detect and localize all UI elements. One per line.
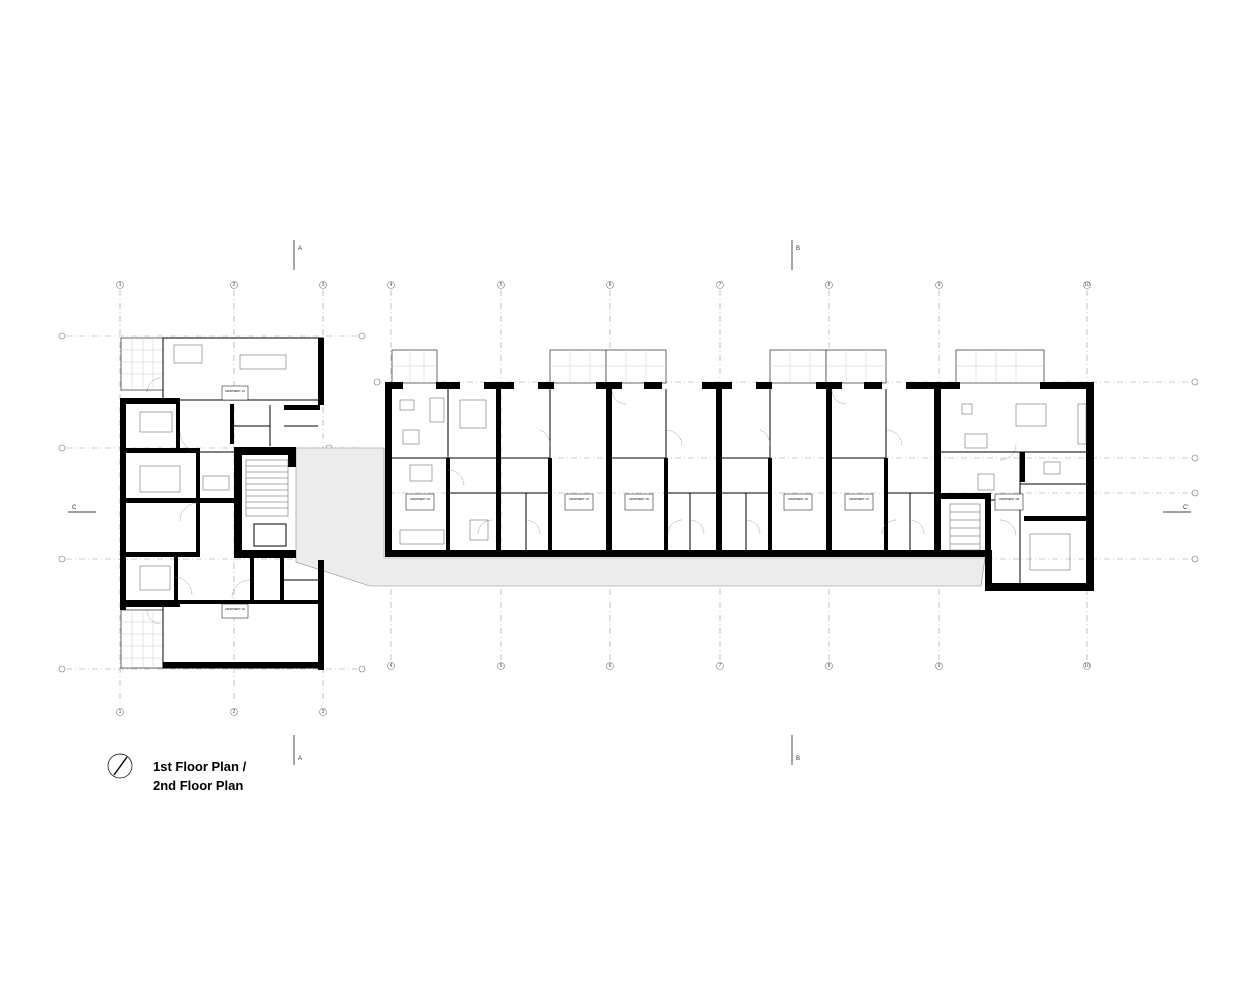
svg-text:5: 5: [500, 282, 503, 288]
svg-text:APARTMENT 1/4: APARTMENT 1/4: [569, 497, 590, 501]
section-marker-a-bottom: A: [293, 735, 302, 765]
east-block: APARTMENT 1/3 APARTMENT 1/4 APARTMENT 1/…: [385, 349, 1094, 591]
svg-text:1: 1: [119, 709, 122, 715]
grid-bubble-1: 1: [116, 281, 124, 289]
unit-tag-east-6: APARTMENT 1/8: [994, 493, 1024, 511]
svg-text:10: 10: [1084, 282, 1090, 288]
balcony-nw: [120, 337, 164, 391]
grid-bubble-10: 10: [1083, 281, 1091, 289]
grid-bubble-3-bottom: 3: [319, 708, 327, 716]
svg-text:C: C: [72, 505, 77, 511]
svg-text:B: B: [796, 756, 800, 762]
svg-text:2: 2: [233, 282, 236, 288]
svg-text:4: 4: [390, 663, 393, 669]
svg-text:B: B: [796, 246, 800, 252]
unit-tag-west-top: APARTMENT 1/1: [221, 385, 249, 401]
grid-bubble-10-bottom: 10: [1083, 662, 1091, 670]
drawing-title: 1st Floor Plan / 2nd Floor Plan: [153, 757, 246, 795]
svg-text:1: 1: [119, 282, 122, 288]
section-marker-a-top: A: [293, 240, 302, 270]
svg-text:5: 5: [500, 663, 503, 669]
svg-text:7: 7: [719, 282, 722, 288]
svg-text:APARTMENT 1/2: APARTMENT 1/2: [225, 607, 246, 611]
svg-text:2: 2: [233, 709, 236, 715]
grid-bubble-9-bottom: 9: [935, 662, 943, 670]
unit-tag-east-1: APARTMENT 1/3: [405, 493, 435, 511]
svg-text:APARTMENT 1/8: APARTMENT 1/8: [999, 497, 1020, 501]
svg-text:6: 6: [609, 663, 612, 669]
unit-tag-east-2: APARTMENT 1/4: [564, 493, 594, 511]
svg-text:APARTMENT 1/5: APARTMENT 1/5: [629, 497, 650, 501]
section-marker-c: C: [68, 505, 96, 513]
grid-bubble-5: 5: [497, 281, 505, 289]
section-marker-b-bottom: B: [791, 735, 800, 765]
grid-bubble-3: 3: [319, 281, 327, 289]
svg-text:6: 6: [609, 282, 612, 288]
svg-text:APARTMENT 1/7: APARTMENT 1/7: [849, 497, 870, 501]
svg-text:C': C': [1183, 505, 1188, 511]
svg-text:A: A: [298, 756, 302, 762]
drawing-title-line-2: 2nd Floor Plan: [153, 778, 244, 793]
svg-text:4: 4: [390, 282, 393, 288]
section-marker-c-prime: C': [1163, 505, 1191, 513]
grid-bubble-7-bottom: 7: [716, 662, 724, 670]
drawing-title-line-1: 1st Floor Plan /: [153, 759, 247, 774]
svg-text:A: A: [298, 246, 302, 252]
west-block: APARTMENT 1/1 APARTMENT 1/2: [120, 337, 324, 670]
balcony-sw: [120, 609, 164, 669]
svg-text:8: 8: [828, 282, 831, 288]
svg-text:9: 9: [938, 663, 941, 669]
svg-text:APARTMENT 1/1: APARTMENT 1/1: [225, 389, 246, 393]
grid-bubble-4: 4: [387, 281, 395, 289]
svg-text:APARTMENT 1/6: APARTMENT 1/6: [788, 497, 809, 501]
grid-bubble-6: 6: [606, 281, 614, 289]
section-marker-b-top: B: [791, 240, 800, 270]
grid-bubble-5-bottom: 5: [497, 662, 505, 670]
grid-bubble-8-bottom: 8: [825, 662, 833, 670]
grid-bubble-2-bottom: 2: [230, 708, 238, 716]
svg-text:10: 10: [1084, 663, 1090, 669]
svg-text:7: 7: [719, 663, 722, 669]
unit-tag-east-4: APARTMENT 1/6: [783, 493, 813, 511]
grid-bubble-7: 7: [716, 281, 724, 289]
unit-tag-west-bottom: APARTMENT 1/2: [221, 603, 249, 619]
balconies-east: [391, 349, 1045, 384]
grid-bubble-4-bottom: 4: [387, 662, 395, 670]
grid-bubble-9: 9: [935, 281, 943, 289]
svg-text:3: 3: [322, 709, 325, 715]
svg-text:3: 3: [322, 282, 325, 288]
access-gallery: [295, 447, 986, 587]
unit-tag-east-3: APARTMENT 1/5: [624, 493, 654, 511]
svg-text:APARTMENT 1/3: APARTMENT 1/3: [410, 497, 431, 501]
svg-text:9: 9: [938, 282, 941, 288]
unit-tag-east-5: APARTMENT 1/7: [844, 493, 874, 511]
grid-bubble-1-bottom: 1: [116, 708, 124, 716]
svg-text:8: 8: [828, 663, 831, 669]
north-arrow-icon: [107, 753, 133, 779]
grid-bubble-8: 8: [825, 281, 833, 289]
grid-bubble-2: 2: [230, 281, 238, 289]
grid-bubble-6-bottom: 6: [606, 662, 614, 670]
